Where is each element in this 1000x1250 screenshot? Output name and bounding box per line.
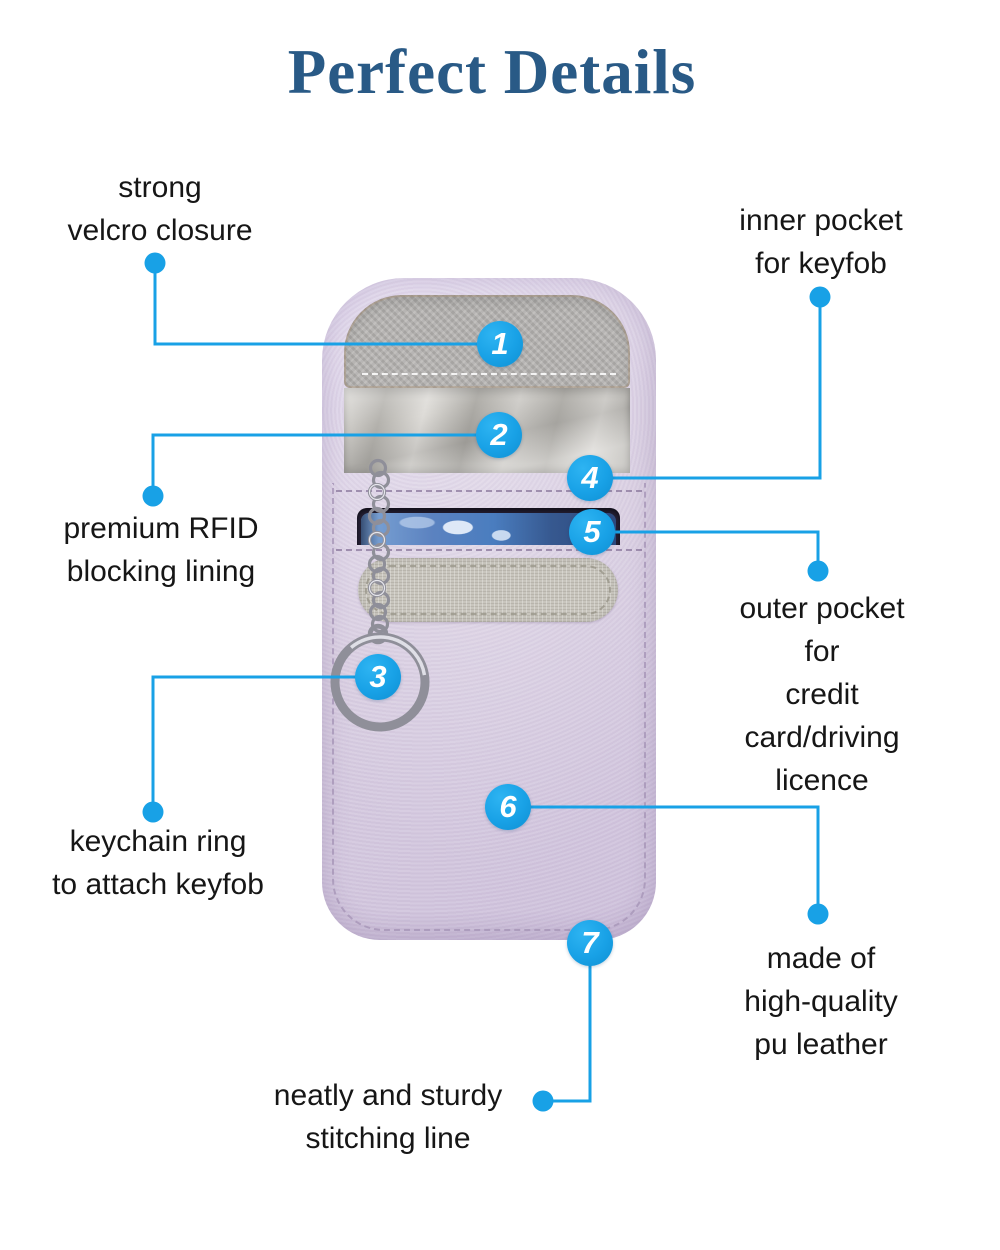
callout-line-7 (543, 943, 592, 1103)
callout-dot-4 (809, 286, 831, 308)
callout-dot-7 (532, 1090, 554, 1112)
badge-number-4: 4 (581, 460, 599, 495)
velcro-stitch-border (365, 565, 611, 615)
callout-badge-3: 3 (355, 654, 401, 700)
badge-number-7: 7 (581, 925, 599, 960)
flap-stitch-line (362, 373, 616, 375)
callout-label-outer-pocket: outer pocket for credit card/driving lic… (739, 592, 905, 797)
callout-dot-1 (144, 252, 166, 274)
callout-label-keychain-ring: keychain ring to attach keyfob (52, 825, 264, 901)
badge-number-5: 5 (583, 514, 601, 549)
callout-badge-2: 2 (476, 412, 522, 458)
callout-label-velcro-closure: strong velcro closure (67, 171, 253, 247)
callout-badge-5: 5 (569, 509, 615, 555)
page-title: Perfect Details (287, 37, 697, 107)
callout-dot-6 (807, 903, 829, 925)
callout-badge-1: 1 (477, 321, 523, 367)
callout-dot-2 (142, 485, 164, 507)
badge-number-1: 1 (491, 326, 509, 361)
velcro-strip (358, 558, 618, 622)
badge-number-3: 3 (369, 659, 387, 694)
callout-badge-6: 6 (485, 784, 531, 830)
callout-label-rfid-lining: premium RFID blocking lining (63, 512, 259, 588)
product-photo-keyfob-pouch (322, 278, 656, 940)
badge-number-2: 2 (490, 417, 508, 452)
callout-label-inner-pocket: inner pocket for keyfob (739, 204, 903, 280)
badge-number-6: 6 (499, 789, 517, 824)
callout-badge-7: 7 (567, 920, 613, 966)
callout-dot-5 (807, 560, 829, 582)
callout-label-stitching-line: neatly and sturdy stitching line (273, 1079, 503, 1155)
callout-badge-4: 4 (567, 455, 613, 501)
callout-label-pu-leather: made of high-quality pu leather (744, 942, 898, 1061)
pocket-edge-stitch-line (336, 549, 642, 551)
